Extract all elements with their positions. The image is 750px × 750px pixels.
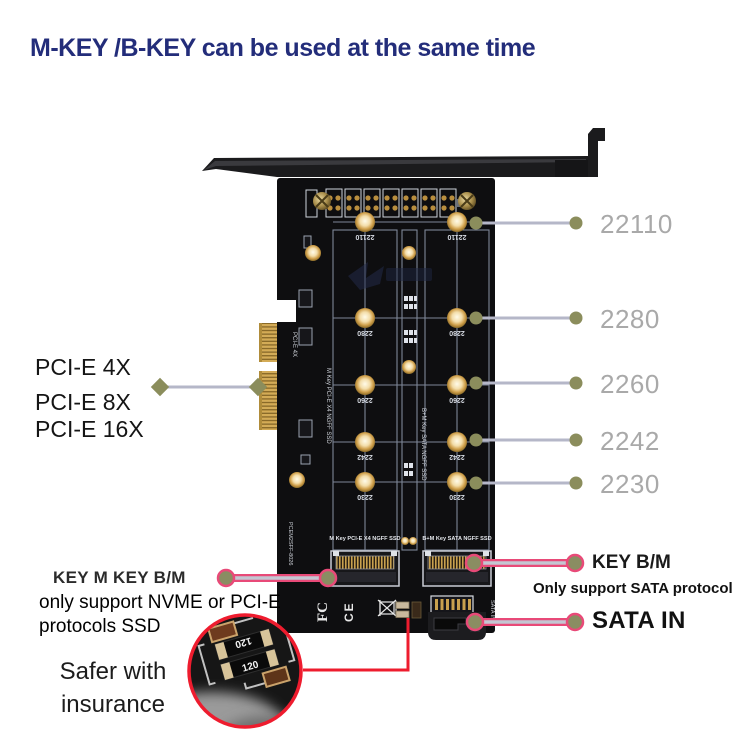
fuse-components bbox=[395, 601, 422, 619]
pcie-edge-connector bbox=[259, 323, 277, 430]
m2-socket-mkey bbox=[330, 550, 400, 587]
key-bm-note: Only support SATA protocol bbox=[533, 580, 733, 597]
key-m-heading: KEY M KEY B/M bbox=[53, 568, 186, 587]
svg-text:CE: CE bbox=[342, 601, 356, 622]
pcb-size-label: 2260 bbox=[449, 396, 465, 403]
size-label-2230: 2230 bbox=[600, 469, 660, 499]
smd-components bbox=[298, 235, 313, 465]
middle-pads bbox=[404, 296, 417, 476]
sata-in-label: SATA IN bbox=[592, 607, 686, 634]
sata-power-header bbox=[430, 595, 474, 614]
fuse-marking-bottom: 120 bbox=[241, 659, 260, 674]
svg-text:FC: FC bbox=[315, 602, 331, 622]
slot-m-vertical-text: M Key PCI-E X4 NGFF SSD bbox=[325, 368, 331, 444]
model-number-text: PCEM2SFF-8026 bbox=[287, 522, 293, 565]
insurance-line2: insurance bbox=[60, 691, 166, 718]
slot-b-vertical-text: B+M Key SATA NGFF SSD bbox=[420, 408, 426, 481]
pcb-size-label: 2230 bbox=[357, 493, 373, 500]
pcb-size-label: 22110 bbox=[355, 233, 374, 240]
pcb-notch bbox=[277, 300, 296, 322]
key-m-note-line1: only support NVME or PCI-E bbox=[39, 592, 281, 613]
pcb-size-label: 22110 bbox=[447, 233, 466, 240]
pcb-size-label: 2260 bbox=[357, 396, 373, 403]
sata-vertical-text: SATA IN bbox=[489, 600, 495, 620]
standoff-holes: 22110 22110 2280 2280 2260 2260 2242 224… bbox=[289, 212, 467, 545]
edge-connector-text: PCI-E 4X bbox=[291, 332, 297, 357]
pcb-size-label: 2280 bbox=[449, 329, 465, 336]
keym-callout bbox=[216, 568, 338, 588]
pcb-size-label: 2242 bbox=[357, 453, 373, 460]
fcc-logo-icon: FC bbox=[315, 602, 331, 622]
slot-m-label: M Key PCI-E X4 NGFF SSD bbox=[329, 536, 400, 542]
pcie-16x-label: PCI-E 16X bbox=[35, 416, 144, 442]
fuse-zoom-leader bbox=[303, 618, 410, 672]
insurance-line1: Safer with bbox=[59, 658, 167, 685]
keybm-callout bbox=[464, 553, 585, 573]
pcb-size-label: 2280 bbox=[357, 329, 373, 336]
brand-watermark bbox=[348, 262, 432, 290]
size-callouts bbox=[476, 221, 576, 485]
bracket-screws bbox=[313, 192, 476, 210]
fuse-marking-top: 120 bbox=[233, 634, 252, 649]
satain-callout bbox=[465, 612, 585, 632]
insurance-caption: Safer with insurance bbox=[38, 655, 188, 721]
pcb-size-label: 2242 bbox=[449, 453, 465, 460]
size-callout-dots bbox=[469, 216, 583, 490]
pcie-callout bbox=[150, 377, 268, 397]
pcie-8x-label: PCI-E 8X bbox=[35, 389, 131, 415]
page-title: M-KEY /B-KEY can be used at the same tim… bbox=[30, 34, 536, 62]
size-label-2260: 2260 bbox=[600, 369, 660, 399]
key-m-note-line2: protocols SSD bbox=[39, 616, 161, 637]
size-label-22110: 22110 bbox=[600, 209, 673, 239]
jumper-headers bbox=[305, 188, 457, 218]
pcb-size-label: 2230 bbox=[449, 493, 465, 500]
pci-bracket bbox=[202, 128, 605, 177]
key-bm-heading: KEY B/M bbox=[592, 552, 671, 573]
size-label-2280: 2280 bbox=[600, 304, 660, 334]
pcb-board: 22110 22110 2280 2280 2260 2260 2242 224… bbox=[259, 178, 495, 640]
pcie-4x-label: PCI-E 4X bbox=[35, 354, 131, 380]
slot-b-label: B+M Key SATA NGFF SSD bbox=[422, 536, 491, 542]
ce-logo-icon: CE bbox=[342, 601, 356, 622]
size-label-2242: 2242 bbox=[600, 426, 660, 456]
